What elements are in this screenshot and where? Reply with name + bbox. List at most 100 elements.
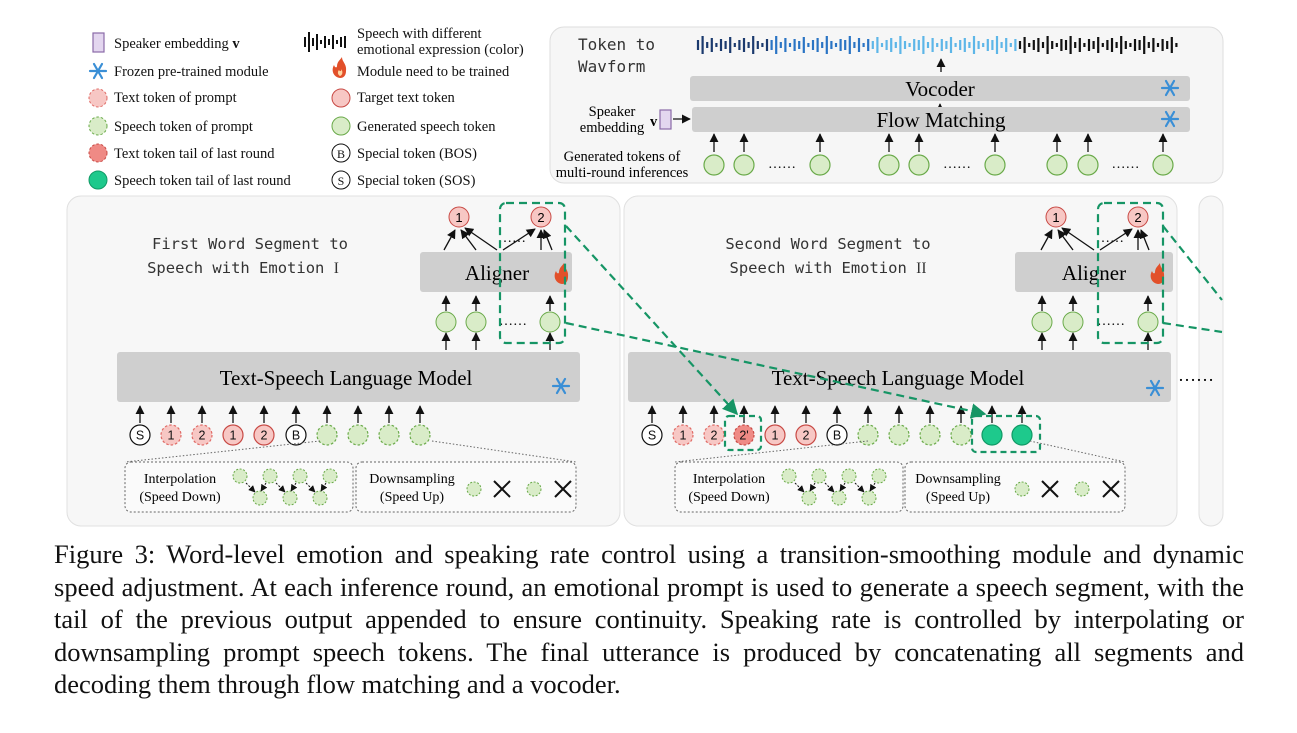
snowflake-icon: [1160, 110, 1180, 128]
legend-target-text: Target text token: [357, 90, 456, 106]
legend-speaker-v: v: [232, 36, 240, 52]
generated-token: [908, 154, 930, 176]
speaker-v: v: [650, 114, 658, 130]
panel-first-segment: First Word Segment to Speech with Emotio…: [66, 195, 621, 527]
prompt-speech-token: [292, 468, 308, 484]
panel2-interp-tokens: [781, 468, 887, 506]
sos-symbol: S: [338, 174, 345, 188]
svg-text:Speech with Emotion I: Speech with Emotion I: [147, 259, 339, 277]
speaker-embedding-bar-icon: [659, 109, 672, 130]
legend-speech-token-prompt: Speech token of prompt: [114, 119, 253, 135]
prompt-text-token: [160, 424, 182, 446]
panel1-roman: I: [334, 260, 339, 277]
generated-dots: ……: [768, 157, 796, 172]
generated-token: [733, 154, 755, 176]
snowflake-icon: [1145, 379, 1165, 397]
panel2-down-line1: Downsampling: [915, 472, 1001, 487]
prompt-speech-token: [262, 468, 278, 484]
panel1-interp-tokens: [232, 468, 338, 506]
bos-token-label: B: [292, 429, 300, 443]
bos-token: [285, 424, 307, 446]
red-circle-icon: [88, 143, 108, 163]
sos-token: [129, 424, 151, 446]
generated-token-row: ………………: [703, 133, 1174, 176]
prompt-speech-token: [781, 468, 797, 484]
panel1-lm: Text-Speech Language Model: [220, 366, 473, 390]
panel2-roman: II: [916, 260, 926, 277]
pink-circle-icon: [331, 88, 351, 108]
target-text-token: [795, 424, 817, 446]
figure-diagram: Speaker embedding v Frozen pre-trained m…: [66, 26, 1224, 527]
panel1-interp-line2: (Speed Down): [139, 490, 221, 505]
continuation-dots: ……: [1178, 365, 1214, 385]
panel2-lm: Text-Speech Language Model: [772, 366, 1025, 390]
prompt-speech-token: [378, 424, 400, 446]
prompt-speech-token: [322, 468, 338, 484]
waveform-icon: [304, 32, 346, 52]
prompt-speech-token: [232, 468, 248, 484]
panel2-title-line1: Second Word Segment to: [725, 235, 930, 253]
legend-bos: Special token (BOS): [357, 146, 477, 162]
prompt-speech-token: [1014, 481, 1030, 497]
sos-token: [641, 424, 663, 446]
snowflake-icon: [551, 377, 571, 395]
prompt-text-token-label: 2: [711, 429, 718, 443]
green-circle-icon: [331, 116, 351, 136]
tail-text-token-label: 2': [739, 429, 748, 443]
sos-token-label: S: [136, 429, 144, 443]
panel2-aligner: Aligner: [1062, 261, 1126, 285]
panel2-title-line2: Speech with Emotion: [730, 259, 907, 277]
generated-token: [1077, 154, 1099, 176]
target-text-token-label: 1: [230, 429, 237, 443]
prompt-speech-token: [312, 490, 328, 506]
panel2-down-line2: (Speed Up): [926, 490, 990, 505]
prompt-speech-token: [282, 490, 298, 506]
panel2-target-dots: ……: [1096, 231, 1124, 246]
dropped-token-icon: [554, 480, 572, 498]
panel2-gen-dots: ……: [1097, 314, 1125, 329]
generated-token: [1152, 154, 1174, 176]
flame-icon: [1150, 263, 1165, 284]
prompt-speech-token: [950, 424, 972, 446]
panel1-title-line1: First Word Segment to: [152, 235, 348, 253]
legend-frozen: Frozen pre-trained module: [114, 64, 269, 80]
panel-second-segment: Second Word Segment to Speech with Emoti…: [623, 195, 1224, 527]
prompt-speech-token: [831, 490, 847, 506]
generated-dots: ……: [1112, 157, 1140, 172]
dashed-green-circle-icon: [88, 116, 108, 136]
prompt-speech-token: [871, 468, 887, 484]
panel2-down-tokens: [1014, 480, 1120, 498]
prompt-speech-token: [1074, 481, 1090, 497]
panel1-gen-dots: ……: [499, 314, 527, 329]
target-text-token: [764, 424, 786, 446]
panel1-target-dots: ……: [498, 231, 526, 246]
legend-text-tail: Text token tail of last round: [114, 146, 275, 162]
panel2-interp-line1: Interpolation: [693, 472, 765, 487]
flow-matching-label: Flow Matching: [877, 108, 1006, 132]
panel1-down-tokens: [466, 480, 572, 498]
prompt-speech-token: [811, 468, 827, 484]
bos-symbol: B: [337, 147, 345, 161]
panel1-target-1: 1: [455, 210, 462, 225]
legend-speaker-embedding: Speaker embedding: [114, 36, 229, 52]
tail-speech-token: [981, 424, 1003, 446]
panel1-aligner: Aligner: [465, 261, 529, 285]
dropped-token-icon: [1041, 480, 1059, 498]
target-text-token: [222, 424, 244, 446]
panel1-interp-line1: Interpolation: [144, 472, 216, 487]
speaker-embedding-bar-icon: [92, 32, 105, 53]
prompt-speech-token: [316, 424, 338, 446]
prompt-speech-token: [841, 468, 857, 484]
panel2-target-2: 2: [1134, 210, 1141, 225]
prompt-speech-token: [466, 481, 482, 497]
generated-token: [984, 154, 1006, 176]
legend-sos: Special token (SOS): [357, 173, 476, 189]
dropped-token-icon: [493, 480, 511, 498]
prompt-text-token: [672, 424, 694, 446]
bos-token-label: B: [833, 429, 841, 443]
generated-token: [703, 154, 725, 176]
tail-speech-token: [1011, 424, 1033, 446]
target-text-token-label: 2: [803, 429, 810, 443]
dropped-token-icon: [1102, 480, 1120, 498]
